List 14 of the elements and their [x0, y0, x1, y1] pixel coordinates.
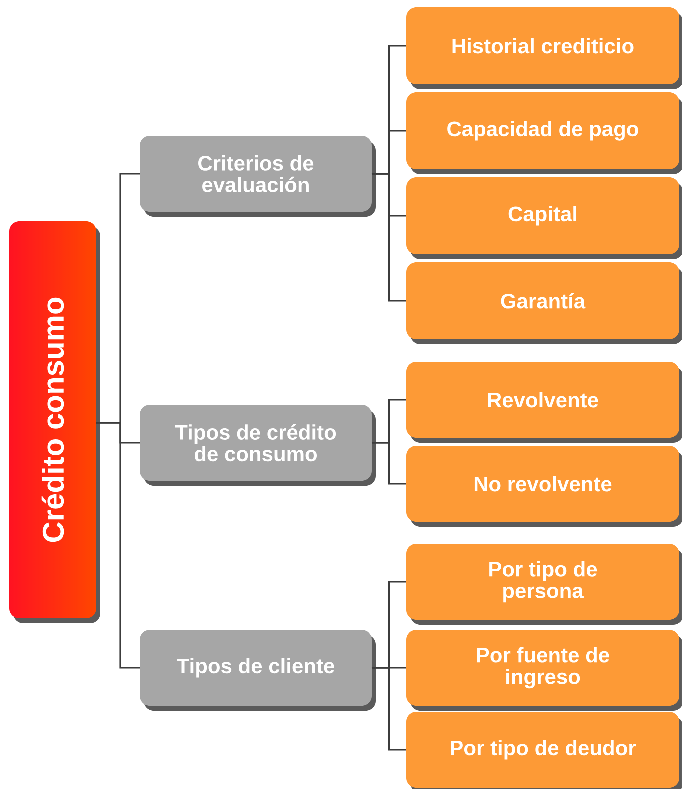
root-box: Crédito consumo — [10, 222, 100, 624]
item-box: Por tipo de persona — [406, 544, 682, 625]
item-box: Por fuente de ingreso — [406, 630, 682, 711]
item-box: Garantía — [406, 262, 682, 344]
connector-line — [372, 442, 406, 485]
item-box: Revolvente — [406, 362, 682, 443]
item-box: Capital — [406, 178, 682, 260]
item-box: Historial crediticio — [406, 8, 682, 90]
item-box: Por tipo de deudor — [406, 712, 682, 789]
category-box: Criterios de evaluación — [140, 136, 376, 217]
category-box: Tipos de crédito de consumo — [140, 405, 376, 486]
item-box: No revolvente — [406, 446, 682, 527]
category-box: Tipos de cliente — [140, 630, 376, 711]
item-box: Capacidad de pago — [406, 92, 682, 174]
